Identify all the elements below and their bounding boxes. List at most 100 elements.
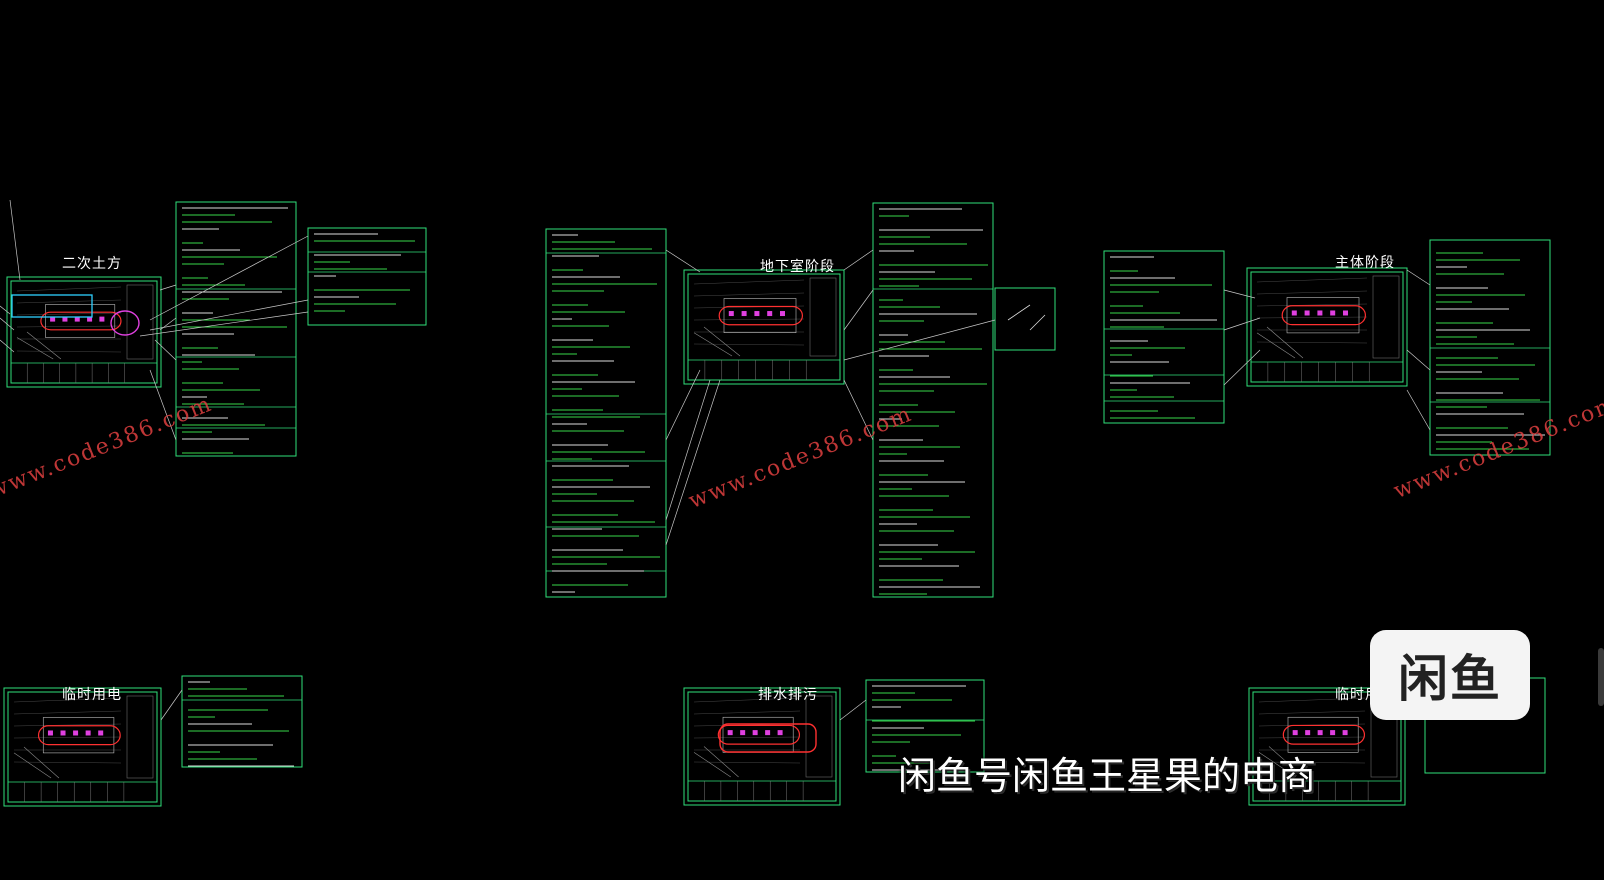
site-linework-drainage [693, 736, 801, 739]
site-linework-basement [693, 343, 805, 346]
site-linework-temp-use [1258, 697, 1366, 703]
equipment-marker-basement [780, 311, 785, 317]
equipment-marker-basement [741, 311, 747, 317]
equipment-marker-temp-power [60, 730, 66, 736]
equipment-marker-earthwork [99, 316, 105, 322]
road-edge-temp-power [23, 746, 60, 779]
section-detail-line [1007, 304, 1031, 321]
sheet-frame-earthwork [6, 276, 162, 388]
leader-line [665, 369, 701, 441]
sheet-title-drainage: 排水排污 [758, 687, 818, 703]
leader-line [843, 379, 874, 441]
sheet-frame-basement [683, 269, 845, 385]
equipment-marker-basement [728, 311, 734, 317]
equipment-marker-basement [767, 311, 773, 317]
leader-line [665, 379, 711, 521]
equipment-marker-temp-use [1342, 730, 1348, 736]
equipment-marker-temp-use [1305, 730, 1311, 736]
leader-line [839, 699, 867, 721]
sheet-title-main-structure: 主体阶段 [1335, 255, 1395, 271]
equipment-marker-main-structure [1343, 310, 1348, 316]
note-box-drainage-notes [865, 679, 985, 773]
sheet-title-temp-use: 临时用 [1335, 687, 1380, 703]
construction-route-temp-use [1282, 724, 1366, 745]
building-footprint-basement [723, 298, 797, 334]
site-linework-drainage [693, 697, 801, 703]
scrollbar-handle[interactable] [1598, 648, 1604, 706]
road-edge-basement [703, 326, 741, 357]
legend-box-earthwork [126, 284, 154, 360]
equipment-marker-earthwork [74, 316, 80, 322]
section-detail-line [1029, 314, 1046, 331]
sheet-inner-frame-drainage [687, 691, 837, 802]
site-linework-earthwork [16, 350, 122, 353]
sheet-inner-frame-temp-power [7, 691, 158, 803]
sheet-inner-frame-main-structure [1250, 271, 1404, 383]
leader-line [1223, 349, 1261, 386]
legend-box-main-structure [1372, 275, 1400, 359]
note-box-basement-left [545, 228, 667, 598]
note-box-main-right [1429, 239, 1551, 456]
leader-line [159, 317, 177, 331]
leader-line [1406, 269, 1431, 286]
drainage-ring [719, 723, 817, 753]
caption-overlay: 闲鱼号闲鱼王星果的电商 [898, 754, 1317, 798]
equipment-marker-temp-use [1292, 730, 1298, 736]
note-box-earthwork-main [175, 201, 297, 457]
leader-line [139, 311, 309, 337]
site-linework-drainage [693, 710, 801, 715]
tower-crane-radius [110, 310, 140, 336]
legend-box-basement [809, 277, 837, 357]
leader-line [0, 305, 11, 315]
leader-line [1406, 349, 1431, 371]
site-linework-temp-power [13, 736, 122, 739]
construction-route-main-structure [1281, 305, 1366, 326]
site-linework-temp-use [1258, 710, 1366, 715]
site-linework-earthwork [16, 299, 122, 304]
construction-route-earthwork [40, 311, 122, 331]
building-footprint-main-structure [1286, 297, 1360, 334]
leader-line [159, 284, 177, 291]
site-linework-basement [693, 318, 805, 321]
construction-route-temp-power [37, 725, 121, 746]
road-edge-temp-power [13, 752, 52, 779]
sheet-frame-temp-power [3, 687, 162, 807]
leader-line [843, 289, 874, 331]
leader-line [9, 199, 21, 281]
building-footprint-temp-power [42, 717, 115, 754]
site-linework-main-structure [1256, 290, 1368, 295]
equipment-marker-earthwork [50, 316, 56, 322]
leader-line [843, 249, 874, 271]
legend-box-temp-power [126, 695, 154, 779]
note-box-main-left [1103, 250, 1225, 424]
building-footprint-temp-use [1287, 716, 1359, 753]
equipment-marker-earthwork [62, 316, 68, 322]
legend-box-drainage [805, 695, 833, 778]
equipment-marker-temp-power [73, 730, 79, 736]
leader-line [665, 249, 701, 273]
sheet-inner-frame-temp-use [1252, 691, 1402, 802]
leader-line [1406, 389, 1431, 431]
equipment-marker-drainage [740, 730, 746, 736]
equipment-marker-drainage [727, 730, 733, 736]
site-linework-temp-power [13, 761, 122, 764]
sheet-frame-drainage [683, 687, 841, 806]
road-edge-drainage [693, 752, 731, 778]
equipment-marker-temp-use [1330, 730, 1336, 736]
leader-line [149, 235, 309, 321]
equipment-marker-main-structure [1330, 310, 1336, 316]
xianyu-logo-text: 闲鱼 [1398, 650, 1502, 708]
site-linework-earthwork [16, 286, 122, 292]
road-edge-basement [693, 332, 733, 357]
building-footprint-drainage [722, 716, 794, 753]
road-edge-temp-use [1258, 752, 1296, 778]
site-linework-basement [693, 279, 805, 285]
road-edge-main-structure [1266, 326, 1304, 359]
site-linework-temp-power [13, 723, 122, 727]
note-box-earthwork-side [307, 227, 427, 326]
section-detail-box [994, 287, 1056, 351]
xianyu-logo: 闲鱼 [1370, 630, 1530, 720]
equipment-marker-temp-power [98, 730, 104, 736]
sheet-title-temp-power: 临时用电 [62, 687, 122, 703]
